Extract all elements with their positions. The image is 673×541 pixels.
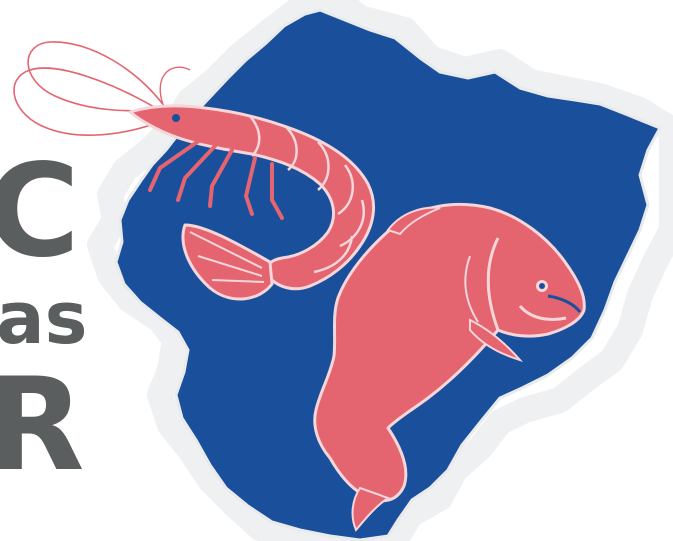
map-halo <box>87 0 673 541</box>
fish-icon <box>313 202 586 532</box>
shrimp-icon <box>13 41 375 301</box>
